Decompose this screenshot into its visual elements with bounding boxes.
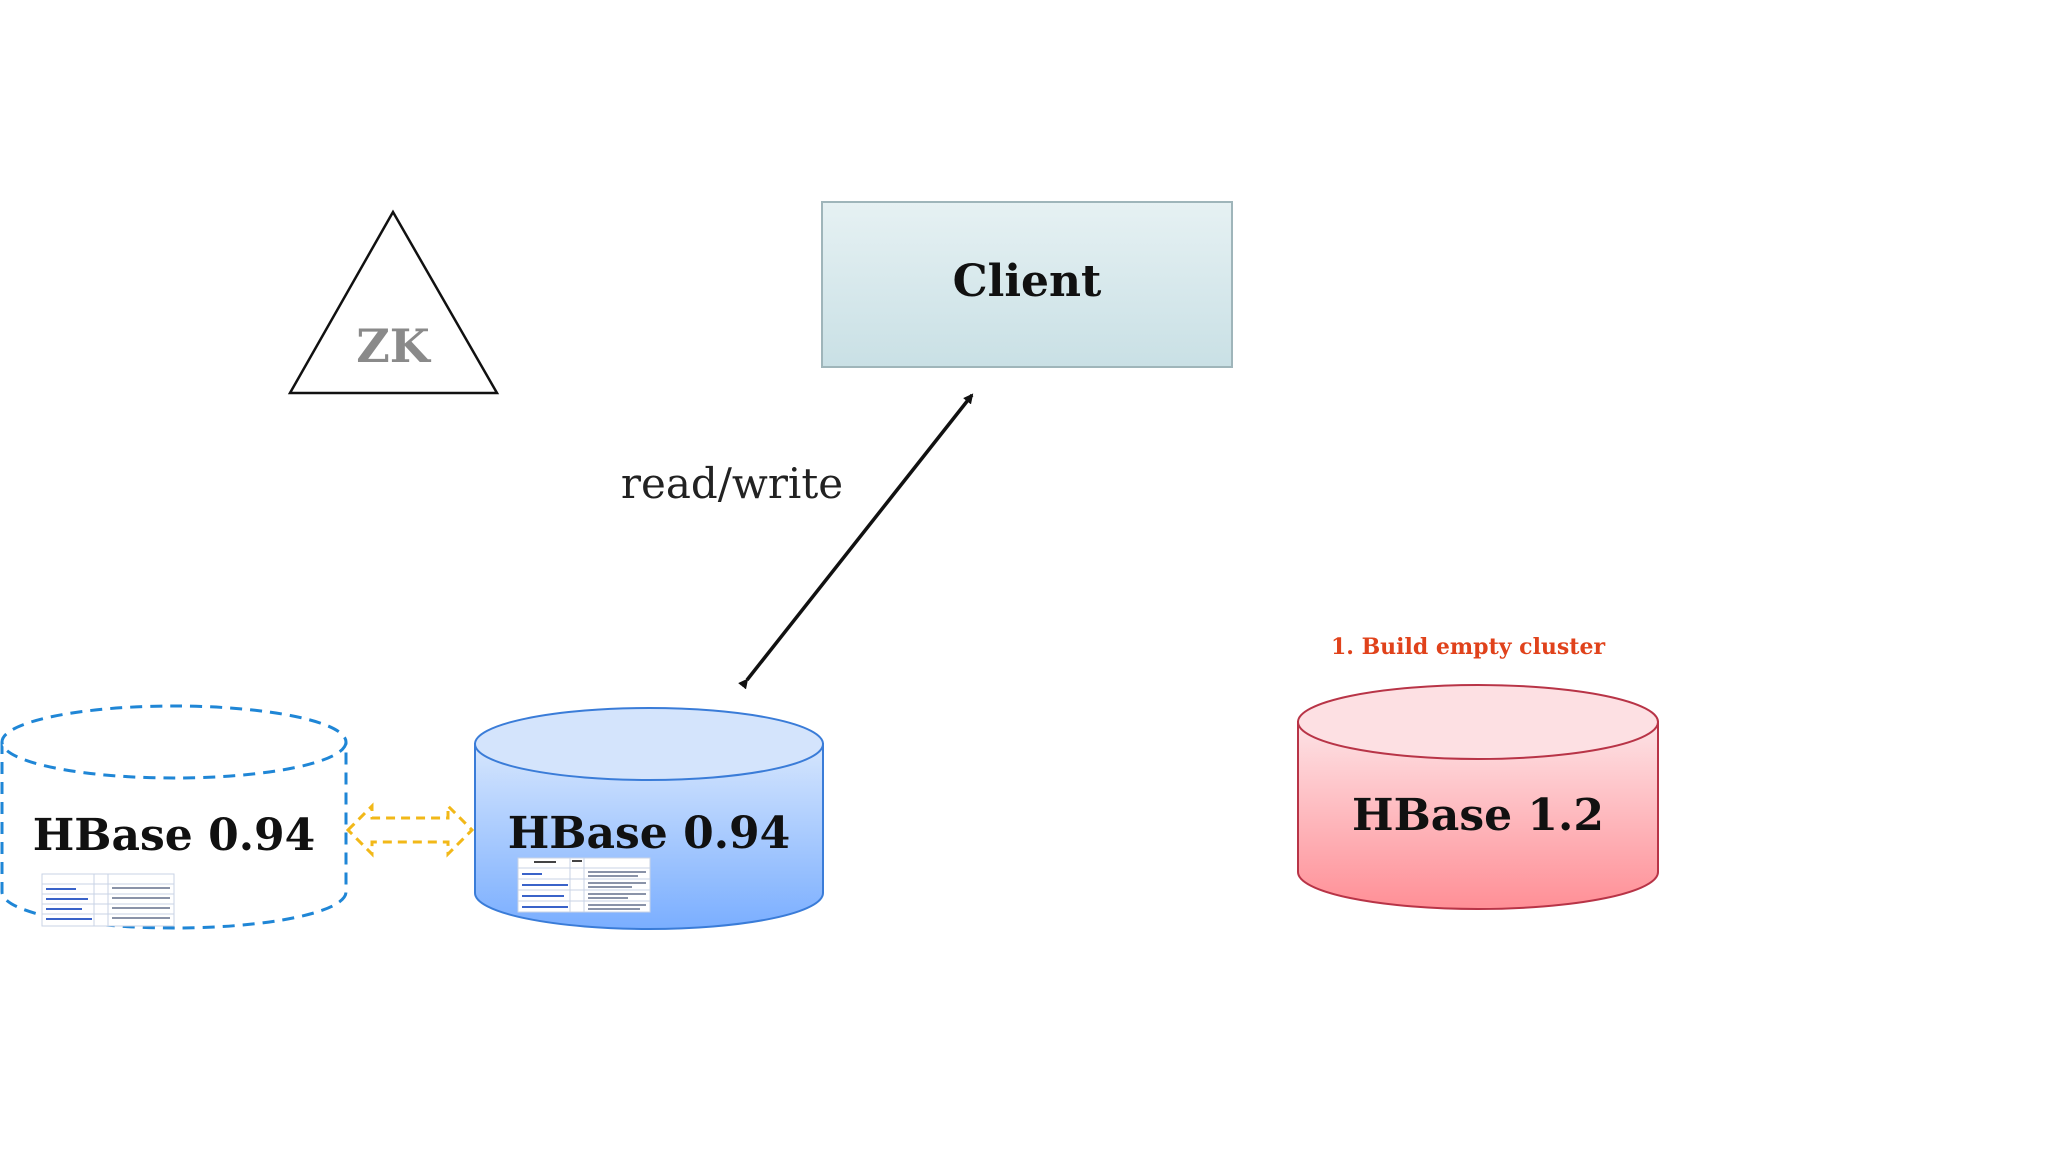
zookeeper-label: ZK	[356, 319, 432, 373]
zookeeper-node: ZK	[287, 209, 500, 395]
new-cylinder-top	[1297, 684, 1659, 760]
replication-edge	[345, 802, 475, 858]
replication-double-arrow	[345, 802, 475, 858]
read-write-edge: read/write	[621, 393, 974, 690]
standby-cluster: HBase 0.94	[0, 704, 348, 930]
client-node: Client	[821, 201, 1233, 368]
read-write-arrow	[738, 393, 974, 690]
client-label: Client	[953, 256, 1102, 307]
active-cluster: HBase 0.94	[474, 707, 824, 930]
read-write-label: read/write	[621, 459, 843, 508]
standby-table-thumbnail	[41, 873, 175, 927]
client-box	[821, 201, 1233, 368]
new-cylinder-body	[1297, 721, 1659, 910]
new-cluster-step-label: 1. Build empty cluster	[1331, 634, 1606, 660]
active-cluster-label: HBase 0.94	[508, 808, 791, 859]
zookeeper-triangle	[287, 209, 500, 395]
new-cluster-label: HBase 1.2	[1352, 790, 1604, 841]
active-table-thumbnail	[517, 857, 651, 913]
active-cylinder-top	[474, 707, 824, 781]
new-cluster: 1. Build empty cluster HBase 1.2	[1297, 634, 1659, 910]
standby-cylinder-top	[0, 704, 348, 780]
standby-cluster-label: HBase 0.94	[33, 810, 316, 861]
